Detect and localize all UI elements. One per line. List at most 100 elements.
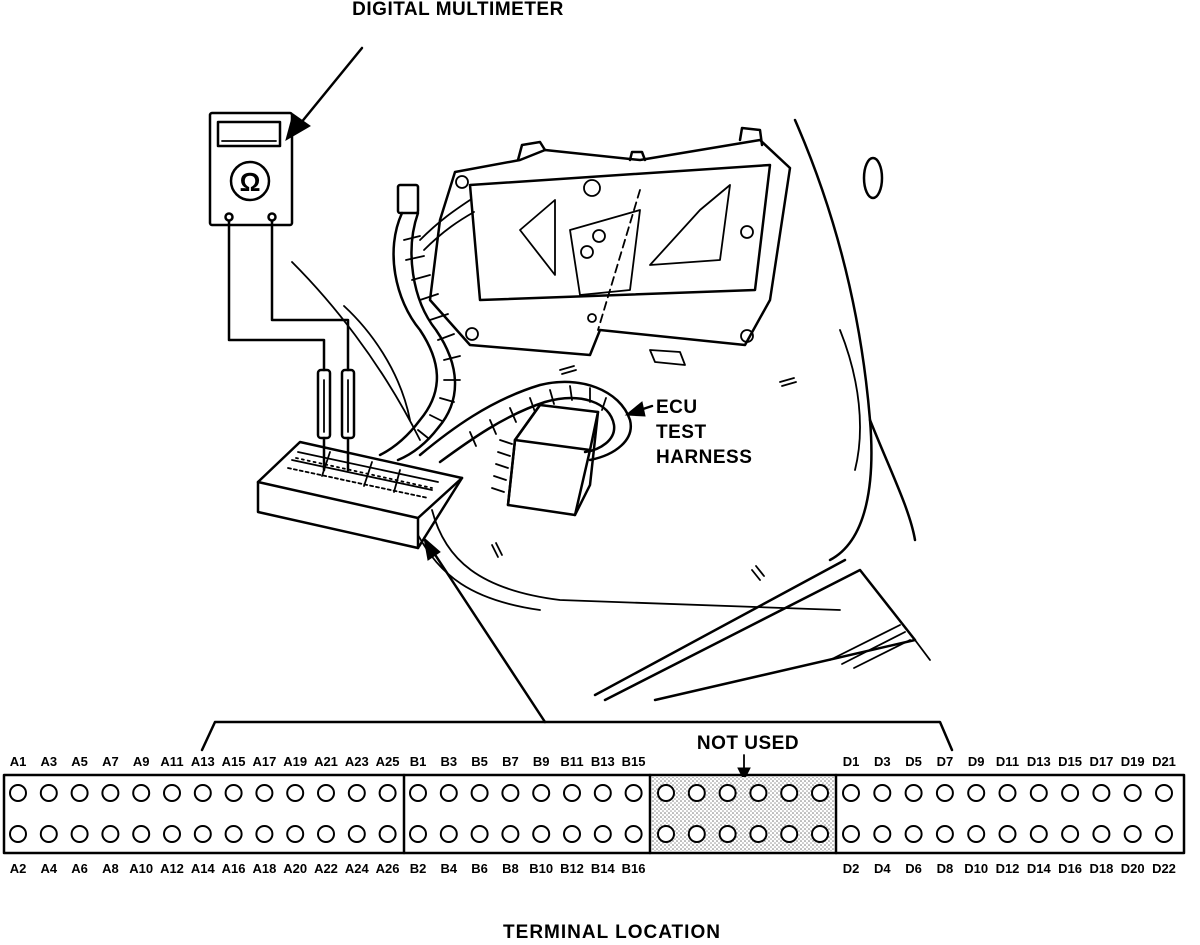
terminal-label-top-b15: B15 <box>622 754 646 769</box>
harness-callout-line-1: ECU <box>656 397 698 418</box>
unused-terminal-section <box>652 777 834 851</box>
terminal-pin-d-lower-8 <box>1061 825 1080 843</box>
terminal-label-top-d3: D3 <box>874 754 891 769</box>
not-used-callout: NOT USED <box>697 733 799 754</box>
terminal-pin-a-lower-2 <box>39 825 58 843</box>
terminal-label-bottom-b12: B12 <box>560 861 584 876</box>
terminal-pin-a-lower-12 <box>347 825 366 843</box>
terminal-location-leader <box>200 536 954 752</box>
terminal-pin-a-lower-8 <box>224 825 243 843</box>
terminal-pin-b-upper-8 <box>624 784 643 802</box>
terminal-pin-d-upper-6 <box>998 784 1017 802</box>
terminal-label-bottom-d4: D4 <box>874 861 891 876</box>
probe-jack-left <box>224 212 234 222</box>
terminal-label-top-d5: D5 <box>905 754 922 769</box>
terminal-pin-d-upper-3 <box>904 784 923 802</box>
terminal-label-top-a3: A3 <box>40 754 57 769</box>
terminal-label-bottom-a20: A20 <box>283 861 307 876</box>
diagram-title: TERMINAL LOCATION <box>503 922 721 940</box>
terminal-pin-a-upper-2 <box>39 784 58 802</box>
terminal-label-top-a5: A5 <box>71 754 88 769</box>
terminal-label-bottom-d2: D2 <box>843 861 860 876</box>
terminal-label-bottom-b2: B2 <box>410 861 427 876</box>
harness-leader-arrow <box>624 401 654 417</box>
terminal-pin-d-lower-9 <box>1092 825 1111 843</box>
terminal-label-top-a19: A19 <box>283 754 307 769</box>
terminal-pin-a-lower-10 <box>286 825 305 843</box>
terminal-label-top-b9: B9 <box>533 754 550 769</box>
terminal-pin-a-lower-6 <box>163 825 181 843</box>
terminal-pin-d-lower-4 <box>935 825 954 843</box>
terminal-pin-d-lower-3 <box>904 825 923 843</box>
terminal-label-bottom-a22: A22 <box>314 861 338 876</box>
terminal-label-top-d19: D19 <box>1121 754 1145 769</box>
terminal-label-bottom-a14: A14 <box>191 861 216 876</box>
terminal-label-top-a9: A9 <box>133 754 150 769</box>
terminal-pin-c-lower-5 <box>780 825 799 843</box>
terminal-pin-b-upper-1 <box>409 784 427 802</box>
terminal-pin-a-upper-6 <box>163 784 181 802</box>
terminal-label-top-d7: D7 <box>937 754 954 769</box>
terminal-label-bottom-d18: D18 <box>1089 861 1113 876</box>
terminal-pin-d-upper-5 <box>967 784 986 802</box>
terminal-pin-b-lower-5 <box>532 825 551 843</box>
terminal-pin-a-upper-9 <box>255 784 274 802</box>
terminal-label-bottom-d16: D16 <box>1058 861 1082 876</box>
terminal-label-top-b3: B3 <box>440 754 457 769</box>
terminal-pin-d-lower-10 <box>1123 825 1142 843</box>
terminal-pin-c-lower-3 <box>718 825 737 843</box>
terminal-pin-a-upper-5 <box>132 784 151 802</box>
terminal-label-bottom-b8: B8 <box>502 861 519 876</box>
terminal-pin-c-upper-2 <box>687 784 706 802</box>
terminal-label-top-a15: A15 <box>222 754 246 769</box>
terminal-pin-d-upper-8 <box>1061 784 1080 802</box>
terminal-label-bottom-a12: A12 <box>160 861 184 876</box>
terminal-label-bottom-b14: B14 <box>591 861 616 876</box>
ecu-wire-harness <box>378 183 633 464</box>
terminal-pin-a-upper-7 <box>193 784 212 802</box>
terminal-pin-c-upper-4 <box>749 784 768 802</box>
terminal-pin-a-lower-4 <box>101 825 120 843</box>
terminal-label-bottom-b4: B4 <box>440 861 457 876</box>
terminal-pin-a-upper-12 <box>347 784 366 802</box>
terminal-label-bottom-a16: A16 <box>222 861 246 876</box>
terminal-pin-a-upper-11 <box>317 784 335 802</box>
terminal-pin-a-lower-1 <box>9 825 27 843</box>
ohm-symbol-icon: Ω <box>240 167 261 197</box>
terminal-pin-b-upper-4 <box>501 784 520 802</box>
terminal-label-bottom-a26: A26 <box>376 861 400 876</box>
multimeter-callout: DIGITAL MULTIMETER <box>352 0 564 20</box>
terminal-pin-a-lower-5 <box>132 825 151 843</box>
terminal-pin-d-upper-1 <box>842 784 860 802</box>
connector-housing <box>2 773 1186 855</box>
terminal-label-bottom-d8: D8 <box>937 861 954 876</box>
terminal-pin-c-lower-6 <box>811 825 829 843</box>
terminal-pin-d-lower-11 <box>1155 825 1173 843</box>
terminal-label-top-a7: A7 <box>102 754 119 769</box>
terminal-pin-b-lower-3 <box>470 825 489 843</box>
terminal-pin-b-upper-5 <box>532 784 551 802</box>
terminal-label-bottom-a6: A6 <box>71 861 88 876</box>
terminal-pin-d-lower-2 <box>873 825 892 843</box>
terminal-pin-a-upper-4 <box>101 784 120 802</box>
terminal-pin-c-upper-6 <box>811 784 829 802</box>
terminal-label-bottom-b16: B16 <box>622 861 646 876</box>
terminal-label-bottom-d12: D12 <box>996 861 1020 876</box>
terminal-pin-d-lower-5 <box>967 825 986 843</box>
terminal-pin-b-upper-3 <box>470 784 489 802</box>
harness-callout-line-2: TEST <box>656 422 707 443</box>
terminal-pin-b-lower-8 <box>624 825 643 843</box>
terminal-pin-d-lower-7 <box>1029 825 1048 843</box>
terminal-pins <box>9 784 1173 843</box>
terminal-pin-a-upper-1 <box>9 784 27 802</box>
terminal-pin-a-lower-3 <box>70 825 89 843</box>
terminal-label-top-a1: A1 <box>10 754 27 769</box>
terminal-pin-d-upper-4 <box>935 784 954 802</box>
vehicle-body-outline <box>291 118 931 702</box>
terminal-pin-b-upper-6 <box>563 784 581 802</box>
terminal-pin-c-lower-4 <box>749 825 768 843</box>
